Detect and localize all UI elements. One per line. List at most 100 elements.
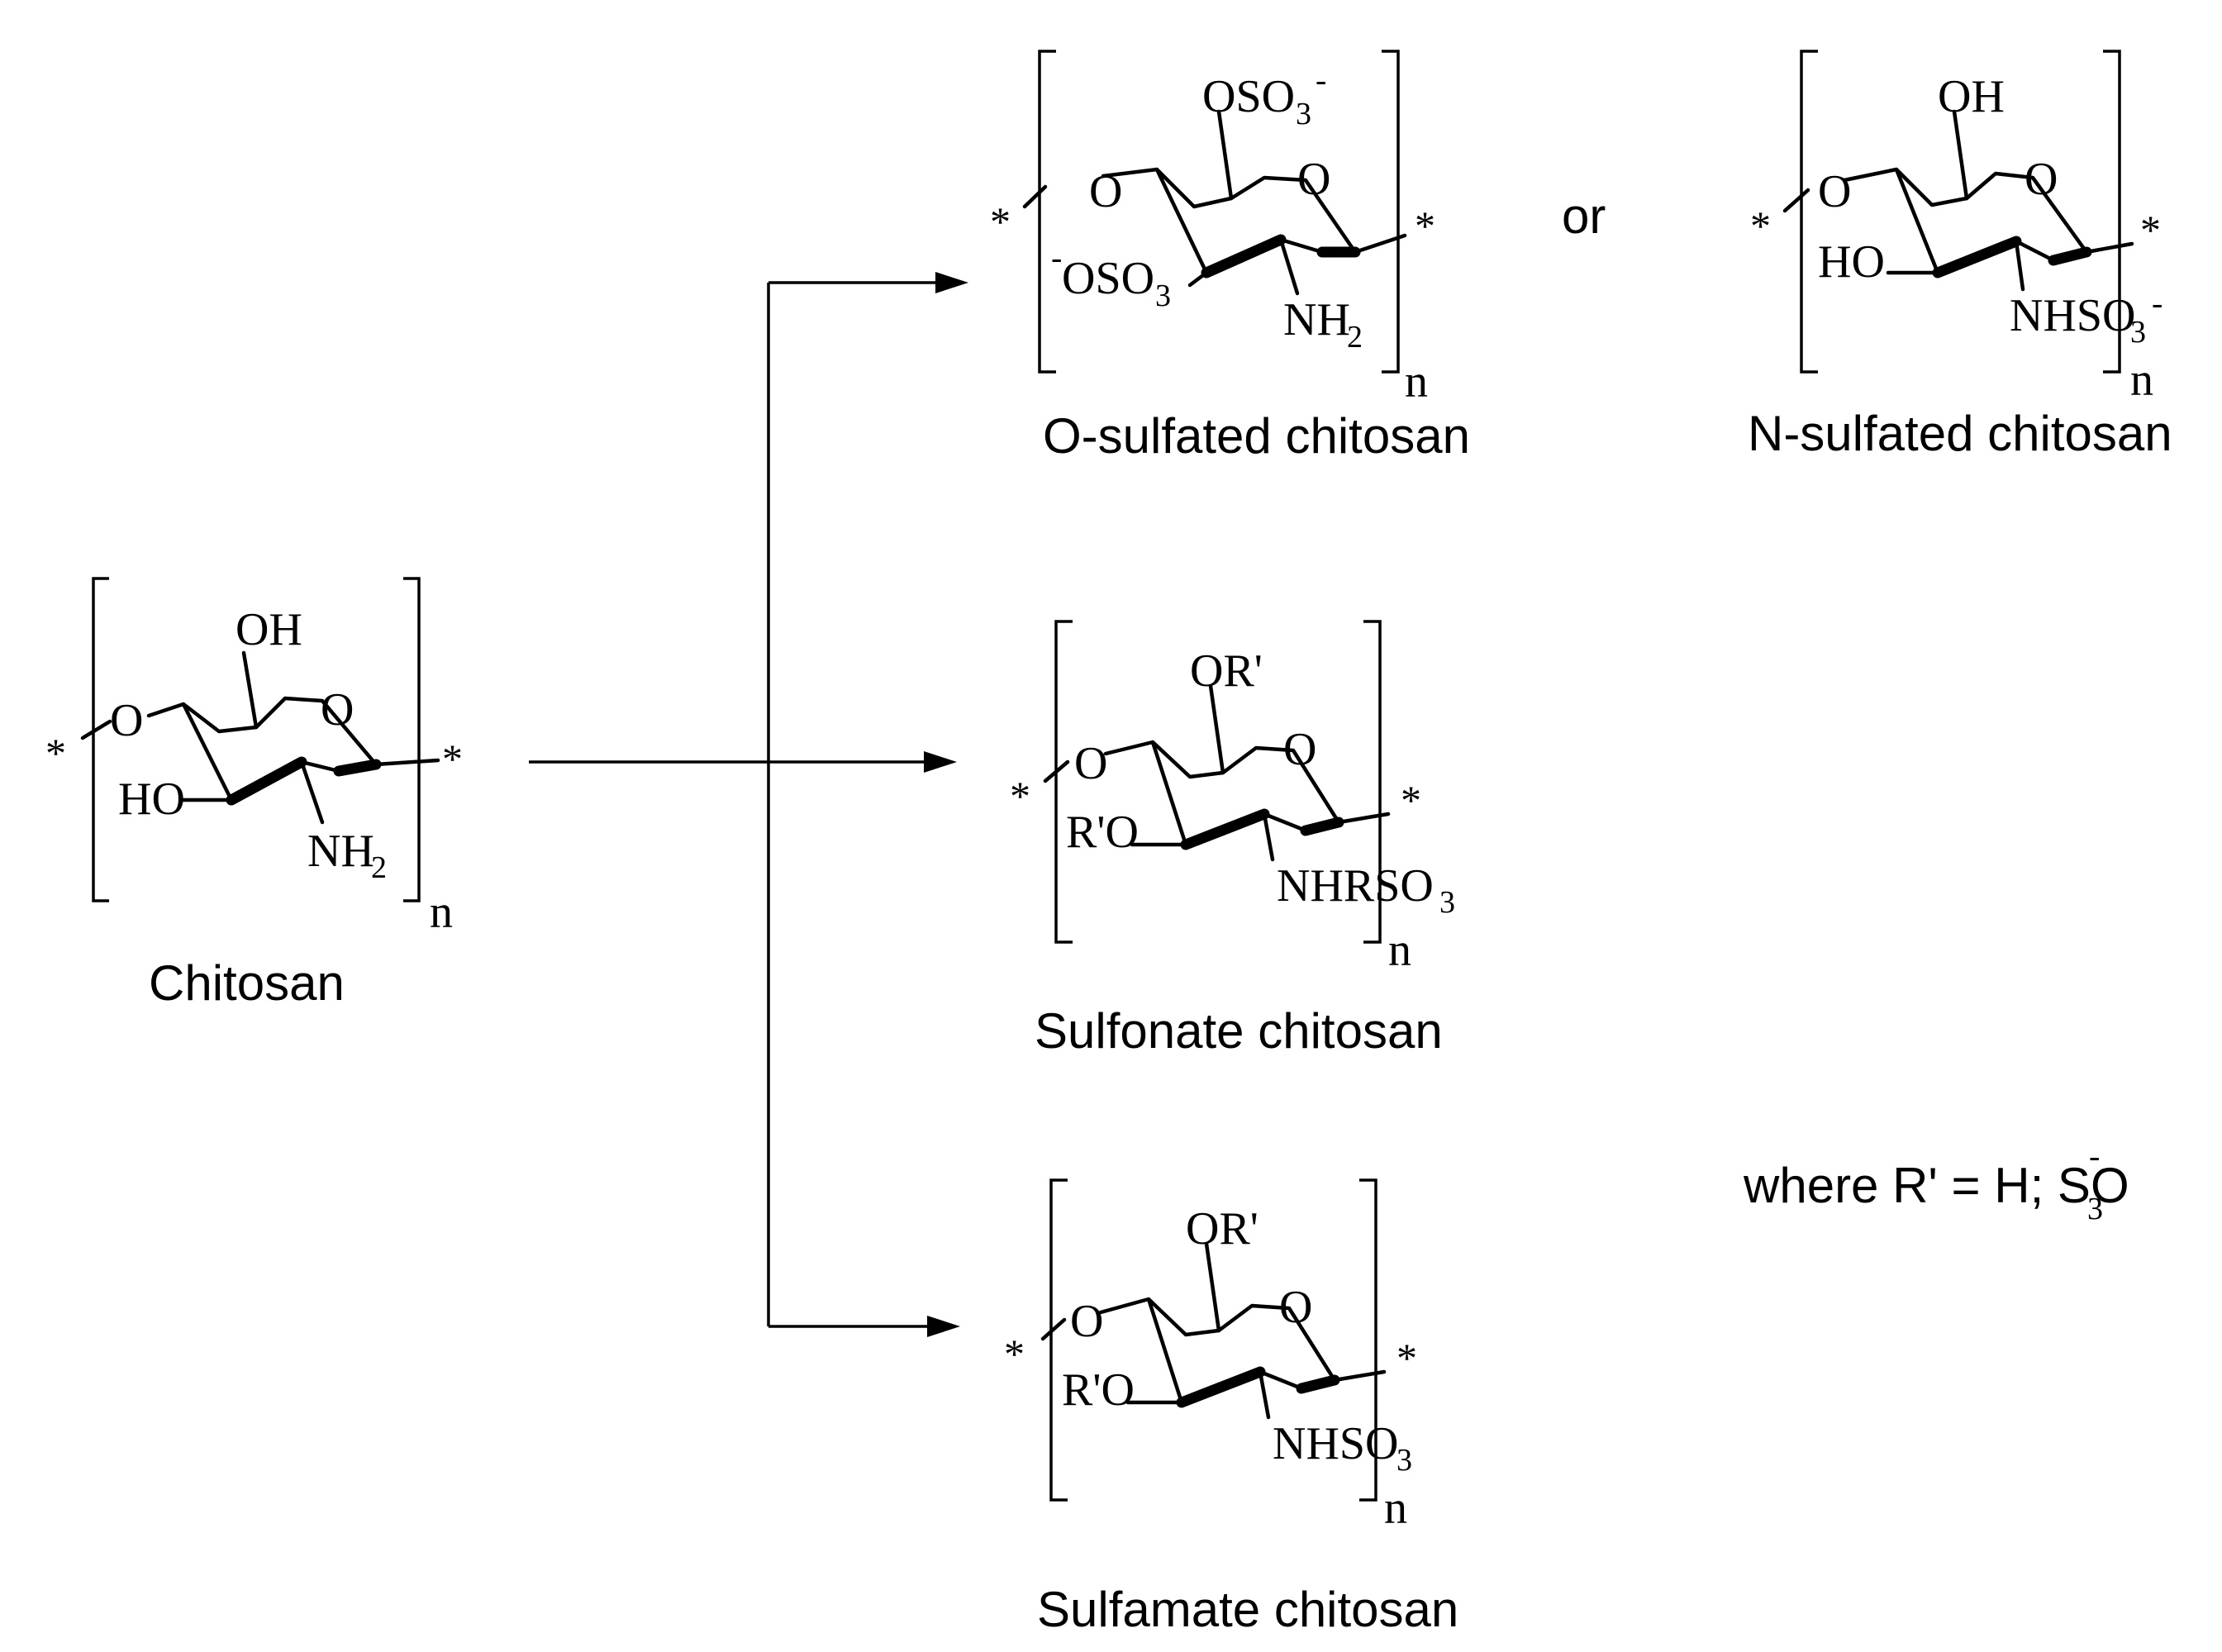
wedge-bond (2048, 246, 2092, 266)
bond-ch2 (241, 650, 259, 730)
reaction-arrows (529, 272, 968, 1337)
atom-o-linkage: O (1089, 166, 1122, 217)
atom-ho: HO (118, 774, 185, 825)
wedge-bond (1300, 816, 1344, 836)
arrowhead-o-sulfated (935, 272, 968, 293)
atom-nh: NH (1283, 294, 1350, 345)
structure-o-sulfated: * O OSO 3 - O - OSO 3 NH 2 * n O-sulfate… (990, 50, 1470, 464)
bond-right-star (1336, 812, 1391, 825)
sup-minus: - (2152, 284, 2163, 321)
star-left: * (45, 730, 66, 776)
wedge-bond (226, 756, 307, 806)
label-sulfamate: Sulfamate chitosan (1037, 1582, 1458, 1637)
bond-star-o (1022, 184, 1048, 209)
atom-o-ring: O (1297, 154, 1330, 205)
bracket-right (1382, 50, 1400, 374)
star-right: * (1401, 777, 1421, 823)
atom-oso3-left: OSO (1062, 253, 1154, 304)
or-label: or (1562, 188, 1606, 244)
bracket-left (1049, 1178, 1068, 1502)
wedge-bond (1180, 808, 1270, 850)
structure-sulfonate: * O OR' O R'O NHRSO 3 * n Sulfonate chit… (1010, 620, 1455, 1059)
bracket-left (1038, 50, 1056, 374)
atom-o-linkage: O (110, 695, 143, 746)
sub-2: 2 (1347, 320, 1363, 355)
repeat-n: n (1388, 925, 1411, 976)
repeat-n: n (1405, 356, 1428, 407)
atom-o-linkage: O (1070, 1296, 1103, 1347)
bond-star-o (80, 719, 112, 740)
bond-right-star (374, 758, 440, 767)
label-chitosan: Chitosan (149, 955, 345, 1011)
wedge-bond (1201, 234, 1287, 279)
atom-o-linkage: O (1074, 738, 1107, 789)
structure-chitosan: * O OH O HO NH 2 * n Chitosan (45, 577, 463, 1011)
star-left: * (1750, 202, 1771, 249)
bond-right-star (2084, 241, 2134, 255)
atom-or-prime: OR' (1190, 645, 1263, 697)
atom-o-ring: O (321, 684, 354, 736)
bracket-left (1800, 50, 1818, 374)
wedge-bond (1932, 236, 2022, 279)
sub-3: 3 (1155, 279, 1171, 313)
where-sub: 3 (2087, 1192, 2103, 1226)
bond-nhrso3 (1262, 812, 1275, 862)
sub-3: 3 (1439, 885, 1455, 920)
label-n-sulfated: N-sulfated chitosan (1748, 406, 2172, 461)
bond-nh2 (1278, 237, 1300, 296)
repeat-n: n (2130, 355, 2153, 406)
atom-oh: OH (236, 604, 302, 655)
sub-3: 3 (1396, 1443, 1412, 1478)
bond-star-o (1782, 188, 1810, 213)
star-left: * (1010, 773, 1030, 819)
atom-or-prime: OR' (1186, 1203, 1258, 1254)
atom-oso3-top: OSO (1202, 71, 1295, 122)
sub-3: 3 (1296, 97, 1311, 131)
where-sup: - (2089, 1137, 2100, 1174)
sub-2: 2 (371, 850, 387, 885)
bond-nhso3 (2014, 239, 2025, 292)
bond-right-star (1332, 1369, 1387, 1383)
bracket-right (403, 577, 421, 902)
bracket-right (2103, 50, 2121, 374)
star-left: * (990, 198, 1011, 245)
star-right: * (1415, 202, 1435, 249)
arrowhead-sulfamate (927, 1316, 960, 1337)
bond-star-o (1043, 759, 1070, 783)
star-left: * (1004, 1331, 1025, 1377)
repeat-n: n (1384, 1483, 1407, 1534)
bond-ch2 (1216, 109, 1234, 201)
structure-sulfamate: * O OR' O R'O NHSO 3 * n Sulfamate chito… (1004, 1178, 1458, 1637)
wedge-bond (1176, 1366, 1266, 1408)
star-right: * (442, 736, 463, 782)
sub-3: 3 (2130, 315, 2146, 350)
bracket-right (1359, 1178, 1377, 1502)
bracket-right (1363, 620, 1382, 944)
where-note: where R' = H; SO (1743, 1158, 2129, 1213)
wedge-bond (1296, 1374, 1340, 1394)
atom-r-o: R'O (1066, 807, 1139, 858)
bond-star-o (1040, 1317, 1067, 1341)
bond-nh2 (299, 759, 325, 825)
arrowhead-sulfonate (924, 751, 957, 773)
structure-n-sulfated: * O OH O HO NHSO 3 - * n N-sulfated chit… (1748, 50, 2172, 461)
atom-o-ring: O (1283, 724, 1316, 775)
atom-o-ring: O (1279, 1282, 1312, 1333)
label-o-sulfated: O-sulfated chitosan (1043, 408, 1470, 464)
atom-r-o: R'O (1062, 1364, 1135, 1416)
repeat-n: n (430, 887, 453, 938)
label-sulfonate: Sulfonate chitosan (1035, 1003, 1443, 1059)
bond-ch2 (1952, 109, 1969, 201)
bond-nhso3 (1258, 1369, 1271, 1420)
bond-ch2 (1208, 683, 1225, 775)
atom-nh: NH (307, 826, 374, 877)
bracket-left (92, 577, 109, 902)
sup-minus: - (1051, 239, 1062, 276)
r-prime-definition: where R' = H; SO - 3 (1743, 1137, 2129, 1226)
atom-o-linkage: O (1818, 166, 1851, 217)
bond-ch2 (1204, 1241, 1221, 1333)
bond-right-star (1353, 233, 1407, 255)
bracket-left (1054, 620, 1073, 944)
star-right: * (1396, 1335, 1417, 1381)
